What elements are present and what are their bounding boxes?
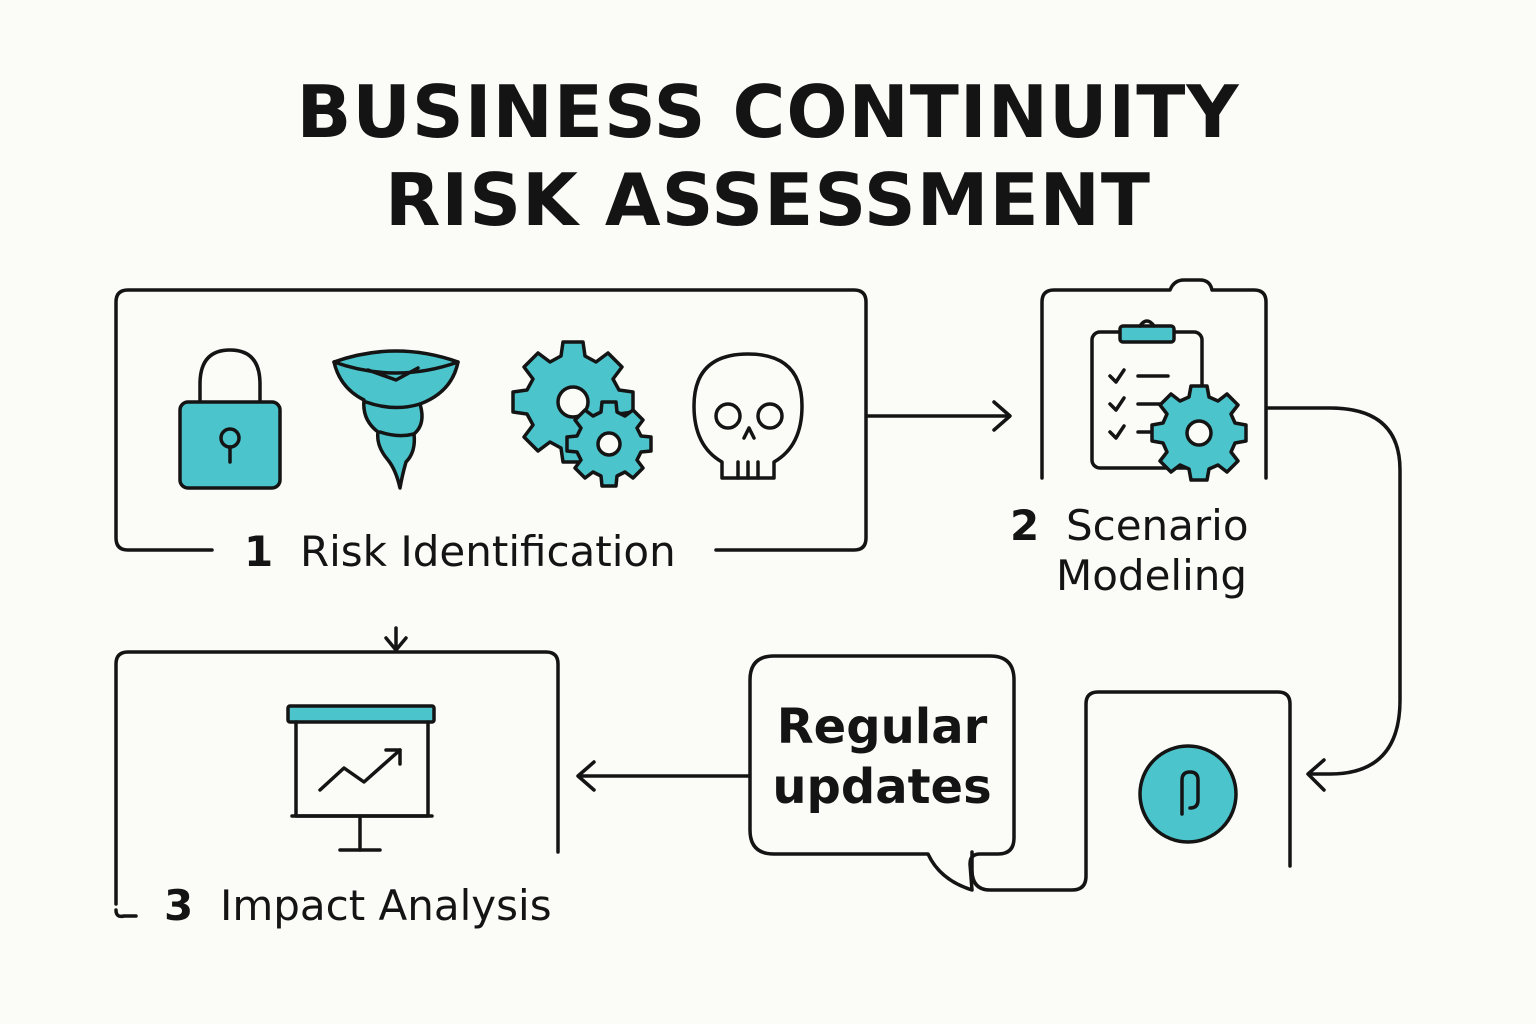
step-3-label: 3 Impact Analysis	[164, 880, 552, 932]
arrow-down-to-impact-analysis	[384, 626, 408, 652]
arrow-to-scenario-modeling	[866, 400, 1012, 432]
impact-analysis-box	[114, 650, 560, 919]
step-3-number: 3	[164, 881, 194, 930]
step-2-label: 2 Scenario	[1010, 500, 1249, 552]
title-line-1: BUSINESS CONTINUITY	[296, 70, 1240, 154]
step-1-title: Risk Identification	[299, 527, 676, 576]
title-line-2: RISK ASSESSMENT	[384, 158, 1151, 242]
skull-icon	[692, 352, 804, 480]
circle-lock-icon	[1138, 744, 1238, 844]
step-2-title-line-1: Scenario	[1065, 501, 1249, 550]
gears-icon	[511, 340, 653, 488]
gear-icon	[1150, 384, 1248, 482]
callout-line-1: Regular	[776, 699, 988, 755]
regular-updates-callout	[748, 654, 1016, 892]
monitoring-box	[970, 690, 1292, 892]
scenario-modeling-box	[1040, 278, 1268, 480]
step-1-number: 1	[244, 527, 274, 576]
step-2-title-line-2: Modeling	[1056, 551, 1248, 600]
callout-line-2: updates	[772, 759, 992, 815]
arrow-to-monitoring	[1266, 406, 1402, 792]
page-title: BUSINESS CONTINUITY RISK ASSESSMENT	[0, 68, 1536, 244]
padlock-icon	[178, 348, 282, 490]
risk-identification-box	[114, 288, 868, 552]
tornado-icon	[332, 349, 460, 490]
arrow-to-impact-analysis	[576, 760, 750, 792]
step-2-number: 2	[1010, 501, 1040, 550]
step-3-title: Impact Analysis	[219, 881, 552, 930]
presentation-chart-icon	[286, 704, 436, 852]
step-1-label: 1 Risk Identification	[244, 526, 676, 578]
